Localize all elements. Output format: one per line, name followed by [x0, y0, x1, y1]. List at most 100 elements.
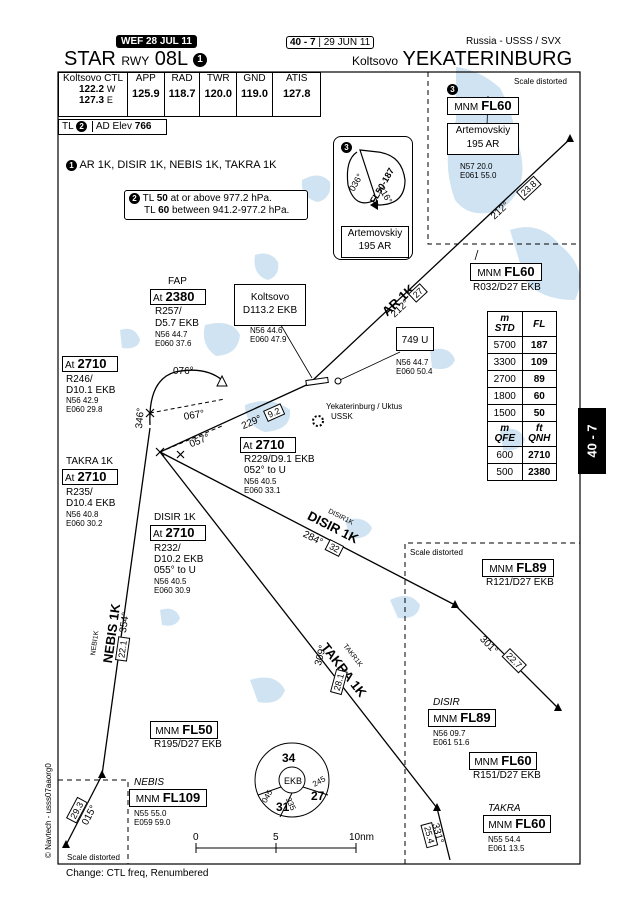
note-2-line-1: 2 TL 50 at or above 977.2 hPa.: [129, 193, 303, 205]
alt-std-fl: 60: [521, 387, 557, 405]
disir-fix-coord-2: E061 51.6: [433, 738, 470, 747]
city-prefix: Koltsovo: [352, 54, 399, 68]
disir-fix-mnm-fl: FL89: [460, 710, 491, 725]
note-2-tl-value: 50: [156, 193, 168, 205]
disir-1k-at: At: [153, 529, 163, 540]
msa-e: 27: [311, 789, 325, 803]
artemovskiy-mnm-label: MNM: [454, 102, 479, 113]
takra-1k-coord-2: E060 30.2: [66, 519, 103, 528]
app-freq: 125.9: [132, 88, 160, 100]
disir-mnm-box: MNM FL89: [482, 559, 554, 577]
ar-mnm-box: MNM FL60: [470, 263, 542, 281]
scale-distorted-ne: Scale distorted: [514, 77, 567, 86]
alt-h1-ref: STD: [494, 323, 515, 334]
ar-mnm-fl: FL60: [504, 264, 535, 279]
twr-label: TWR: [206, 73, 230, 84]
rad-label: RAD: [171, 73, 193, 84]
takra-fix-box: MNM FL60: [483, 815, 551, 833]
twr-freq: 120.0: [204, 88, 233, 100]
alt-std-m: 2700: [487, 370, 523, 388]
alt-std-m: 5700: [487, 336, 523, 354]
wp-b-alt-box: At 2710: [240, 437, 296, 453]
artemovskiy-ident: 195 AR: [466, 139, 500, 150]
note-2-line-2: TL 60 between 941.2-977.2 hPa.: [129, 205, 303, 217]
takra-fix-mnm-label: MNM: [488, 820, 513, 831]
wp-a-coord-1: N56 42.9: [66, 396, 99, 405]
alt-qnh-ft: 2380: [521, 463, 557, 481]
alt-std-m: 1500: [487, 404, 523, 422]
title-runway: 08L: [154, 48, 188, 70]
takra-mnm-fl: FL60: [501, 753, 532, 768]
title-star: STAR: [64, 48, 116, 70]
disir-1k-coord-1: N56 40.5: [154, 577, 187, 586]
takra-mnm-radial: R151/D27 EKB: [473, 770, 541, 781]
alt-h2: FL: [521, 311, 557, 337]
fix-symbols: [62, 134, 574, 848]
chart-date: 29 JUN 11: [323, 37, 371, 48]
tl-note-icon: 2: [76, 120, 88, 132]
nebis-fix-coord-1: N55 55.0: [134, 809, 167, 818]
fap-coord-1: N56 44.7: [155, 330, 188, 339]
fap-at: At: [153, 293, 163, 304]
ar-mnm-label: MNM: [477, 268, 502, 279]
takra-mnm-label: MNM: [474, 757, 499, 768]
note-1: 1 AR 1K, DISIR 1K, NEBIS 1K, TAKRA 1K: [66, 159, 277, 171]
nebis-mnm-fl: FL50: [182, 722, 213, 737]
alt-h3-unit: m: [500, 423, 510, 434]
disir-1k-label: DISIR 1K: [154, 512, 196, 523]
disir-1k-turn: 055° to U: [154, 565, 196, 576]
wp-a-coord-2: E060 29.8: [66, 405, 103, 414]
fap-radial: R257/: [155, 306, 182, 317]
country-code: Russia - USSS / SVX: [466, 36, 562, 47]
chart-number: 40 - 7 | 29 JUN 11: [286, 36, 375, 49]
takra-1k-dme: D10.4 EKB: [66, 498, 116, 509]
note-2-tl: TL: [142, 193, 154, 205]
wp-a-at: At: [65, 360, 75, 371]
disir-mnm-label: MNM: [489, 564, 514, 575]
fap-alt: 2380: [165, 289, 195, 304]
note-1-text: AR 1K, DISIR 1K, NEBIS 1K, TAKRA 1K: [79, 159, 277, 171]
ar-mnm-radial: R032/D27 EKB: [473, 282, 541, 293]
ctl-freq-row-2: 127.3 E: [63, 95, 123, 106]
effective-date-badge: WEF 28 JUL 11: [116, 35, 197, 48]
nebis-mnm-radial: R195/D27 EKB: [154, 739, 222, 750]
nebis-mnm-box: MNM FL50: [150, 721, 218, 739]
alt-std-fl: 109: [521, 353, 557, 371]
wp-b-coord-2: E060 33.1: [244, 486, 281, 495]
alt-h3-ref: QFE: [494, 433, 516, 444]
disir-1k-alt-box: At 2710: [150, 525, 206, 541]
uktus-airport-icon: [312, 415, 324, 427]
fap-coord-2: E060 37.6: [155, 339, 192, 348]
holding-inbound: [359, 149, 406, 206]
title-note-icon: 1: [192, 52, 207, 67]
note-2-tl-b: TL: [144, 205, 156, 217]
atis-label: ATIS: [285, 73, 308, 84]
app-label: APP: [135, 73, 156, 84]
atis-freq: 127.8: [282, 88, 311, 100]
scale-distorted-sw: Scale distorted: [67, 853, 120, 862]
fap-symbol: [216, 374, 228, 387]
koltsovo-vor-box: Koltsovo D113.2 EKB: [234, 284, 306, 326]
chart-number-value: 40 - 7: [290, 37, 316, 48]
takra-1k-at: At: [65, 473, 75, 484]
artemovskiy-coord-1: N57 20.0: [460, 162, 493, 171]
alt-qnh-ft: 2710: [521, 446, 557, 464]
inset-sw-border: [58, 779, 129, 864]
ctl-freq-row-1: 122.2 W: [63, 84, 123, 95]
artemovskiy-fix-box: Artemovskiy 195 AR: [447, 123, 519, 155]
airport-title: Koltsovo YEKATERINBURG: [352, 48, 572, 71]
alt-std-m: 1800: [487, 387, 523, 405]
uktus-name: Yekaterinburg / Uktus: [326, 402, 403, 411]
app-cell: APP 125.9: [127, 72, 165, 117]
track-076: 076°: [173, 366, 194, 377]
disir-1k-dme: D10.2 EKB: [154, 554, 204, 565]
takra-fix-mnm-fl: FL60: [515, 816, 546, 831]
alt-h4-unit: ft: [535, 423, 543, 434]
scale-5: 5: [273, 832, 279, 843]
takra-1k-radial: R235/: [66, 487, 93, 498]
ctl-freq-1: 122.2: [79, 84, 105, 95]
alt-std-fl: 50: [521, 404, 557, 422]
disir-1k-radial: R232/: [154, 543, 181, 554]
